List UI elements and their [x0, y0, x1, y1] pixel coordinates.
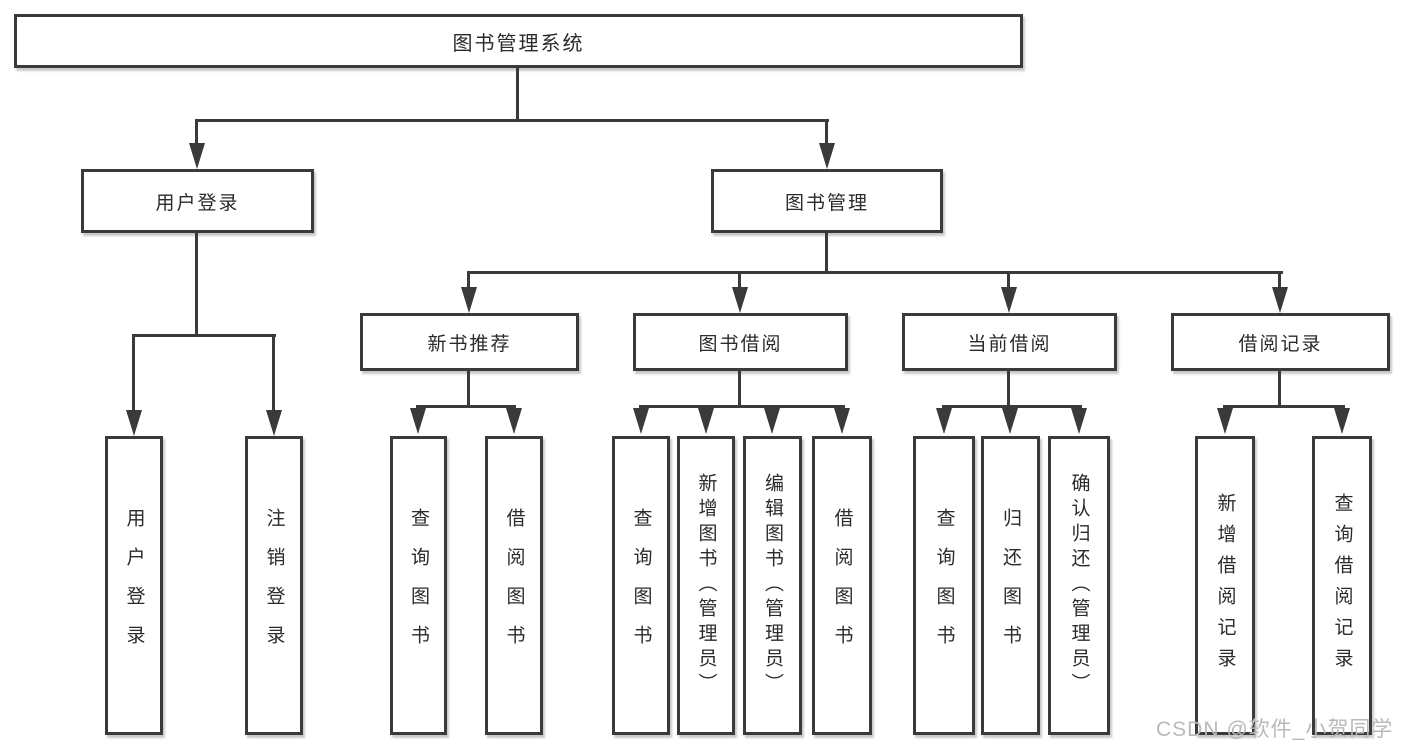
arrow-down-icon — [936, 408, 952, 434]
leaf-borrow-books-1: 借阅图书 — [485, 436, 543, 735]
arrow-down-icon — [732, 287, 748, 313]
leaf-label: 确认归还（管理员） — [1068, 473, 1090, 698]
arrow-down-icon — [1334, 408, 1350, 434]
arrow-down-icon — [1272, 287, 1288, 313]
connector-line — [1007, 271, 1010, 289]
leaf-label: 新增图书（管理员） — [695, 473, 717, 698]
connector-line — [195, 119, 829, 122]
node-label: 借阅记录 — [1238, 333, 1323, 355]
leaf-confirm-return-admin: 确认归还（管理员） — [1048, 436, 1110, 735]
connector-line — [132, 334, 135, 412]
arrow-down-icon — [834, 408, 850, 434]
node-current-borrowing: 当前借阅 — [902, 313, 1117, 371]
leaf-label: 用户登录 — [123, 507, 145, 664]
node-book-borrowing: 图书借阅 — [633, 313, 848, 371]
connector-line — [195, 119, 198, 145]
connector-line — [467, 371, 470, 408]
arrow-down-icon — [410, 408, 426, 434]
leaf-label: 查询图书 — [408, 507, 429, 664]
leaf-label: 注销登录 — [263, 507, 285, 664]
leaf-add-borrow-record: 新增借阅记录 — [1195, 436, 1255, 735]
node-library-management-system: 图书管理系统 — [14, 14, 1023, 68]
leaf-logout: 注销登录 — [245, 436, 303, 735]
connector-line — [516, 68, 519, 121]
node-label: 当前借阅 — [967, 333, 1052, 355]
arrow-down-icon — [506, 408, 522, 434]
node-user-login: 用户登录 — [81, 169, 314, 233]
arrow-down-icon — [126, 410, 142, 436]
leaf-label: 查询图书 — [933, 507, 955, 664]
node-new-book-recommendation: 新书推荐 — [360, 313, 579, 371]
connector-line — [416, 405, 516, 408]
arrow-down-icon — [633, 408, 649, 434]
arrow-down-icon — [698, 408, 714, 434]
arrow-down-icon — [189, 143, 205, 169]
connector-line — [825, 119, 828, 145]
connector-line — [738, 271, 741, 289]
arrow-down-icon — [1217, 408, 1233, 434]
leaf-query-books-3: 查询图书 — [913, 436, 975, 735]
node-borrowing-records: 借阅记录 — [1171, 313, 1390, 371]
connector-line — [467, 271, 1283, 274]
csdn-watermark: CSDN @软件_小贺同学 — [1156, 718, 1394, 741]
connector-line — [1223, 405, 1345, 408]
connector-line — [738, 371, 741, 408]
arrow-down-icon — [819, 143, 835, 169]
leaf-label: 编辑图书（管理员） — [762, 473, 783, 698]
arrow-down-icon — [461, 287, 477, 313]
leaf-label: 借阅图书 — [503, 507, 525, 664]
node-label: 图书管理系统 — [452, 32, 585, 55]
leaf-query-books-1: 查询图书 — [390, 436, 447, 735]
leaf-label: 查询图书 — [630, 507, 652, 664]
arrow-down-icon — [266, 410, 282, 436]
node-label: 图书管理 — [784, 192, 869, 214]
connector-line — [1278, 371, 1281, 408]
connector-line — [272, 334, 275, 412]
arrow-down-icon — [1002, 408, 1018, 434]
connector-line — [132, 334, 276, 337]
leaf-return-books: 归还图书 — [981, 436, 1040, 735]
connector-line — [942, 405, 1082, 408]
leaf-query-borrow-record: 查询借阅记录 — [1312, 436, 1372, 735]
node-label: 新书推荐 — [427, 333, 512, 355]
node-label: 图书借阅 — [698, 333, 783, 355]
arrow-down-icon — [764, 408, 780, 434]
leaf-add-books-admin: 新增图书（管理员） — [677, 436, 735, 735]
leaf-label: 新增借阅记录 — [1214, 492, 1236, 679]
leaf-label: 归还图书 — [1000, 507, 1021, 664]
arrow-down-icon — [1071, 408, 1087, 434]
node-label: 用户登录 — [155, 192, 240, 214]
connector-line — [825, 233, 828, 274]
leaf-label: 借阅图书 — [831, 507, 853, 664]
arrow-down-icon — [1001, 287, 1017, 313]
leaf-user-login: 用户登录 — [105, 436, 163, 735]
connector-line — [195, 233, 198, 336]
connector-line — [1278, 271, 1281, 289]
connector-line — [639, 405, 845, 408]
leaf-query-books-2: 查询图书 — [612, 436, 670, 735]
leaf-edit-books-admin: 编辑图书（管理员） — [743, 436, 802, 735]
connector-line — [1007, 371, 1010, 408]
leaf-label: 查询借阅记录 — [1331, 492, 1353, 679]
leaf-borrow-books-2: 借阅图书 — [812, 436, 872, 735]
node-book-management: 图书管理 — [711, 169, 943, 233]
connector-line — [467, 271, 470, 289]
